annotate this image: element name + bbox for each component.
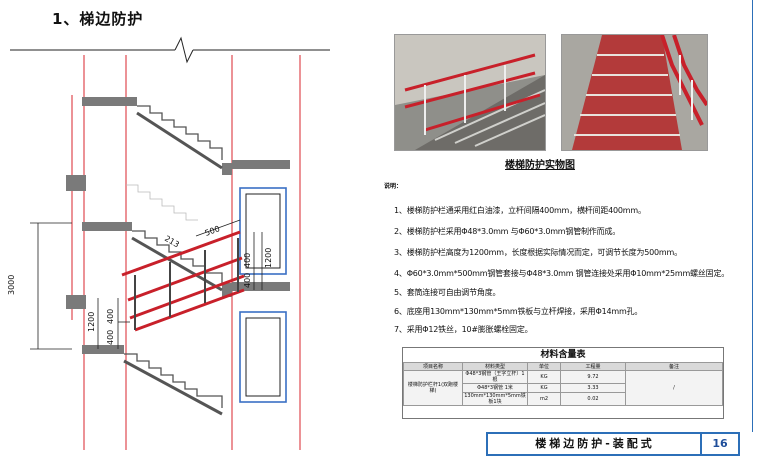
door-frames <box>239 187 287 403</box>
stair-section-drawing: 3000 1200 400 400 1200 400 400 500 213 <box>7 36 330 450</box>
red-gridlines <box>71 55 301 450</box>
notes-heading: 说明： <box>384 183 403 190</box>
unit-cell: KG <box>527 383 561 393</box>
unit-cell: KG <box>527 370 561 384</box>
note-item: 7、采用Φ12铁丝，10#膨胀螺栓固定。 <box>394 325 533 334</box>
slab-landing <box>82 222 132 231</box>
remark-cell: / <box>625 370 723 406</box>
header-qty: 工程量 <box>560 362 626 371</box>
section-title: 1、梯边防护 <box>52 10 144 28</box>
stair-photo-left <box>394 34 546 151</box>
note-item: 3、楼梯防护栏高度为1200mm，长度根据实际情况而定，可调节长度为500mm。 <box>394 248 682 257</box>
dim-label: 1200 <box>87 312 96 332</box>
floor-slabs <box>66 97 290 354</box>
dim-label: 3000 <box>7 275 16 295</box>
flight-return <box>126 184 198 221</box>
qty-cell: 9.72 <box>560 370 626 384</box>
materials-grid: 项目名称 材料类型 单位 工程量 备注 楼梯防护栏杆1(双跑楼梯) Φ48*3钢… <box>403 362 723 406</box>
type-cell: 130mm*130mm*5mm铁板1块 <box>462 392 528 406</box>
title-block: 楼梯边防护-装配式 16 <box>486 432 740 456</box>
slab-landing-right <box>232 282 290 291</box>
table-row: 楼梯防护栏杆1(双跑楼梯) Φ48*3钢管（王字立杆）1根 KG 9.72 / <box>403 370 723 406</box>
note-item: 6、底座用130mm*130mm*5mm铁板与立杆焊接，采用Φ14mm孔。 <box>394 307 643 316</box>
rail-mid <box>127 256 243 302</box>
dim-label: 500 <box>204 224 221 238</box>
item-name-cell: 楼梯防护栏杆1(双跑楼梯) <box>403 370 463 406</box>
note-item: 4、Φ60*3.0mm*500mm钢管套接与Φ48*3.0mm 钢管连接处采用Φ… <box>394 269 730 278</box>
header-remark: 备注 <box>625 362 723 371</box>
header-type: 材料类型 <box>462 362 528 371</box>
rail-low <box>129 274 245 320</box>
door-lower <box>239 311 287 403</box>
note-item: 2、楼梯防护栏采用Φ48*3.0mm 与Φ60*3.0mm钢管制作而成。 <box>394 227 621 236</box>
door-upper <box>239 187 287 275</box>
dim-label: 213 <box>163 234 181 249</box>
flight-lower <box>124 353 223 408</box>
materials-table-title: 材料含量表 <box>540 350 586 360</box>
dim-label: 400 <box>106 309 115 324</box>
guardrail <box>121 230 245 332</box>
type-cell: Φ48*3钢管（王字立杆）1根 <box>462 370 528 384</box>
break-line <box>10 36 330 64</box>
rail-posts <box>134 238 239 330</box>
materials-table: 材料含量表 项目名称 材料类型 单位 工程量 备注 楼梯防护栏杆1(双跑楼梯) … <box>402 347 724 419</box>
table-row: 130mm*130mm*5mm铁板1块 m2 0.02 <box>404 392 723 406</box>
sheet-border <box>752 0 753 432</box>
dim-label: 400 <box>243 253 252 268</box>
stair-flights <box>123 105 223 416</box>
dim-label: 400 <box>243 273 252 288</box>
header-item: 项目名称 <box>403 362 463 371</box>
qty-cell: 0.02 <box>560 392 626 406</box>
type-cell: Φ48*3钢管 1米 <box>462 383 528 393</box>
unit-cell: m2 <box>527 392 561 406</box>
note-item: 1、楼梯防护栏通采用红白油漆，立杆间隔400mm，横杆间距400mm。 <box>394 206 646 215</box>
dim-label: 1200 <box>264 248 273 268</box>
post-right-a <box>222 163 232 175</box>
post-right-b <box>222 283 232 297</box>
table-header-row: 项目名称 材料类型 单位 工程量 备注 <box>403 362 723 371</box>
header-unit: 单位 <box>527 362 561 371</box>
wall-left-upper <box>66 175 86 191</box>
rail-top <box>121 230 241 277</box>
stair-photo-right <box>561 34 708 151</box>
flight-upper <box>137 105 223 160</box>
wall-left-lower <box>66 295 86 309</box>
slab-top <box>82 97 137 106</box>
rail-bottom <box>134 288 245 332</box>
dim-label: 400 <box>106 330 115 345</box>
photo-caption: 楼梯防护实物图 <box>505 160 575 171</box>
note-item: 5、套筒连接可自由调节角度。 <box>394 288 501 297</box>
slab-bottom <box>82 345 124 354</box>
qty-cell: 3.33 <box>560 383 626 393</box>
slab-mid-right <box>232 160 290 169</box>
dimension-lines <box>30 219 263 350</box>
page-number: 16 <box>700 434 738 454</box>
title-block-name: 楼梯边防护-装配式 <box>535 437 655 450</box>
